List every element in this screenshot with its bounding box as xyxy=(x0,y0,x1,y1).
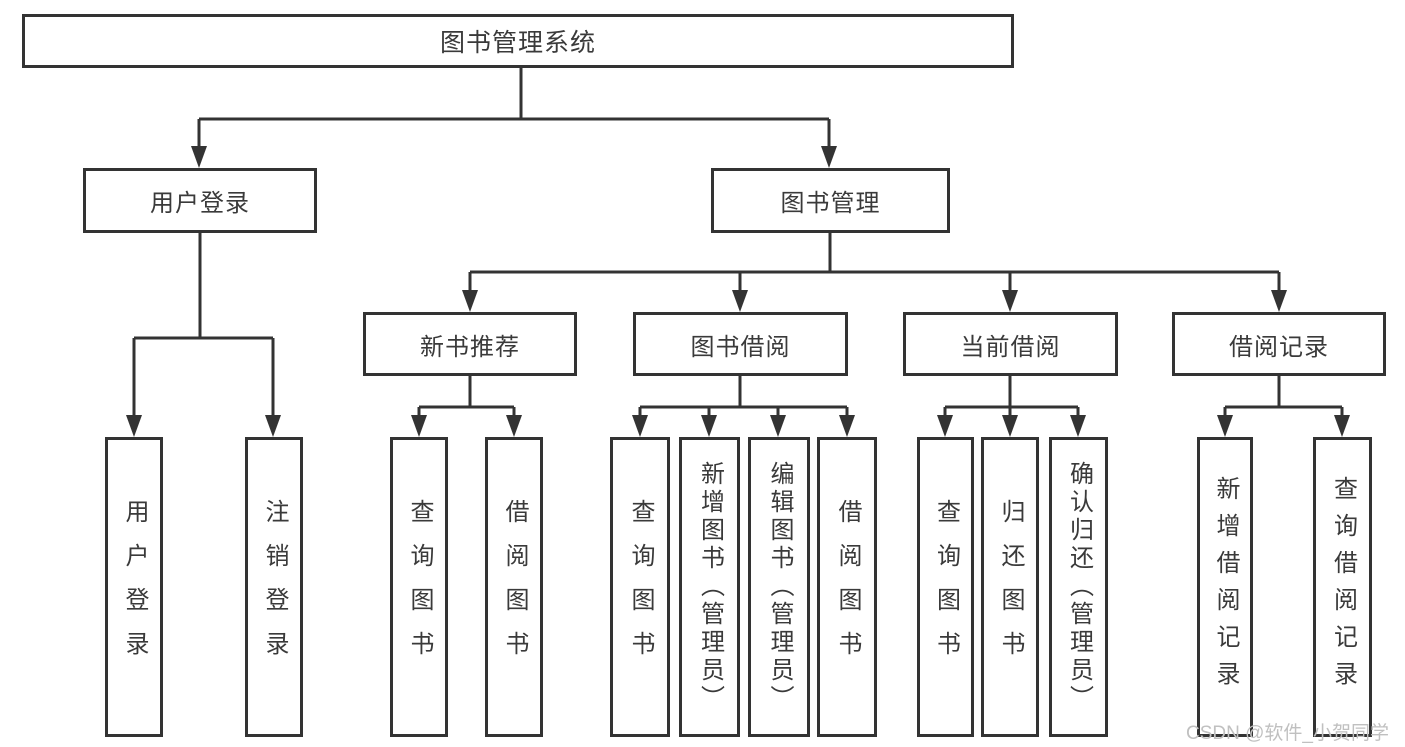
node-book-management: 图书管理 xyxy=(711,168,950,233)
leaf-record-query-label: 查询借阅记录 xyxy=(1329,476,1357,698)
node-book-management-label: 图书管理 xyxy=(780,190,881,217)
arrowhead xyxy=(265,415,281,437)
arrowhead xyxy=(632,415,648,437)
arrowhead xyxy=(821,146,837,168)
arrowhead xyxy=(1217,415,1233,437)
leaf-record-add: 新增借阅记录 xyxy=(1197,437,1253,737)
arrowhead xyxy=(1002,415,1018,437)
node-new-book-recommend-label: 新书推荐 xyxy=(420,333,520,361)
arrowhead xyxy=(462,290,478,312)
csdn-watermark: CSDN @软件_小贺同学 xyxy=(1186,723,1389,744)
arrowhead xyxy=(506,415,522,437)
arrowhead xyxy=(701,415,717,437)
arrowhead xyxy=(1002,290,1018,312)
arrowhead xyxy=(770,415,786,437)
arrowhead xyxy=(1070,415,1086,437)
arrowhead xyxy=(1271,290,1287,312)
leaf-record-add-label: 新增借阅记录 xyxy=(1212,476,1239,698)
arrowhead xyxy=(732,290,748,312)
leaf-logout: 注销登录 xyxy=(245,437,303,737)
leaf-borrow-add-admin: 新增图书（管理员） xyxy=(679,437,740,737)
leaf-newbook-query: 查询图书 xyxy=(390,437,448,737)
arrowhead xyxy=(839,415,855,437)
leaf-user-login: 用户登录 xyxy=(105,437,163,737)
node-borrow-records-label: 借阅记录 xyxy=(1229,333,1329,361)
leaf-newbook-borrow-label: 借阅图书 xyxy=(501,499,528,675)
leaf-borrow-edit-admin-label: 编辑图书（管理员） xyxy=(766,461,793,713)
arrowhead xyxy=(191,146,207,168)
leaf-newbook-borrow: 借阅图书 xyxy=(485,437,543,737)
leaf-borrow-query-label: 查询图书 xyxy=(627,499,654,675)
node-current-borrowing-label: 当前借阅 xyxy=(960,333,1061,361)
node-root-label: 图书管理系统 xyxy=(439,29,596,57)
leaf-logout-label: 注销登录 xyxy=(261,499,288,675)
leaf-current-query-label: 查询图书 xyxy=(932,499,960,675)
leaf-borrow-borrow-label: 借阅图书 xyxy=(834,499,861,675)
leaf-borrow-edit-admin: 编辑图书（管理员） xyxy=(748,437,810,737)
arrowhead xyxy=(1334,415,1350,437)
node-root: 图书管理系统 xyxy=(22,14,1014,68)
node-current-borrowing: 当前借阅 xyxy=(903,312,1118,376)
leaf-newbook-query-label: 查询图书 xyxy=(406,499,433,675)
leaf-user-login-label: 用户登录 xyxy=(121,499,148,675)
node-user-login: 用户登录 xyxy=(83,168,317,233)
node-book-borrowing: 图书借阅 xyxy=(633,312,848,376)
leaf-borrow-borrow: 借阅图书 xyxy=(817,437,877,737)
node-user-login-label: 用户登录 xyxy=(150,190,250,217)
arrowheads xyxy=(126,146,1350,437)
node-new-book-recommend: 新书推荐 xyxy=(363,312,577,376)
leaf-record-query: 查询借阅记录 xyxy=(1313,437,1372,737)
leaf-borrow-add-admin-label: 新增图书（管理员） xyxy=(696,461,724,713)
arrowhead xyxy=(126,415,142,437)
leaf-borrow-query: 查询图书 xyxy=(610,437,670,737)
arrowhead xyxy=(411,415,427,437)
leaf-current-return: 归还图书 xyxy=(981,437,1039,737)
leaf-current-confirm-admin: 确认归还（管理员） xyxy=(1049,437,1108,737)
leaf-current-return-label: 归还图书 xyxy=(997,499,1024,675)
node-borrow-records: 借阅记录 xyxy=(1172,312,1386,376)
connector-path xyxy=(132,68,1344,419)
arrowhead xyxy=(937,415,953,437)
leaf-current-confirm-admin-label: 确认归还（管理员） xyxy=(1065,461,1093,713)
node-book-borrowing-label: 图书借阅 xyxy=(690,333,791,361)
leaf-current-query: 查询图书 xyxy=(917,437,974,737)
